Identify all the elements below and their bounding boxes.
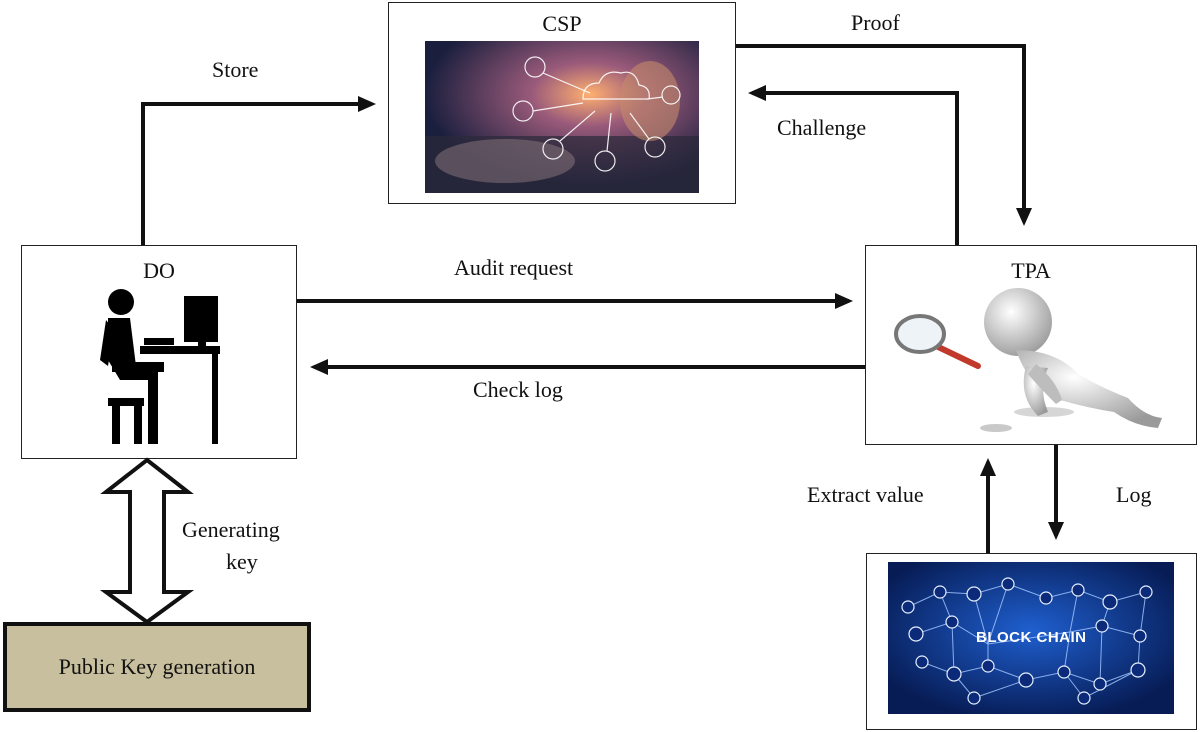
challenge-label: Challenge bbox=[777, 115, 867, 140]
log-label: Log bbox=[1116, 482, 1152, 507]
public-key-generation-node: Public Key generation bbox=[3, 622, 311, 712]
blockchain-image-text: BLOCK CHAIN bbox=[976, 629, 1087, 646]
tpa-title: TPA bbox=[1011, 258, 1051, 283]
extract-value-label: Extract value bbox=[807, 482, 924, 507]
person-at-computer-icon bbox=[100, 289, 220, 444]
public-key-generation-title: Public Key generation bbox=[58, 654, 256, 679]
store-arrow bbox=[141, 96, 376, 245]
check-log-label: Check log bbox=[473, 377, 563, 402]
do-title: DO bbox=[143, 258, 175, 283]
generating-key-label-line1: Generating bbox=[182, 517, 280, 542]
generating-key-double-arrow bbox=[99, 457, 195, 625]
do-node: DO bbox=[21, 245, 297, 459]
magnifying-glass-figure-icon bbox=[894, 288, 1162, 432]
audit-request-label: Audit request bbox=[454, 255, 574, 280]
blockchain-network-image: BLOCK CHAIN bbox=[888, 562, 1174, 714]
generating-key-label-line2: key bbox=[226, 549, 258, 574]
csp-title: CSP bbox=[542, 11, 582, 36]
blockchain-node: BLOCK CHAIN bbox=[866, 553, 1197, 730]
store-label: Store bbox=[212, 57, 259, 82]
proof-label: Proof bbox=[851, 10, 900, 35]
cloud-computing-image bbox=[425, 41, 699, 193]
csp-node: CSP bbox=[388, 2, 736, 204]
tpa-node: TPA bbox=[865, 245, 1197, 445]
